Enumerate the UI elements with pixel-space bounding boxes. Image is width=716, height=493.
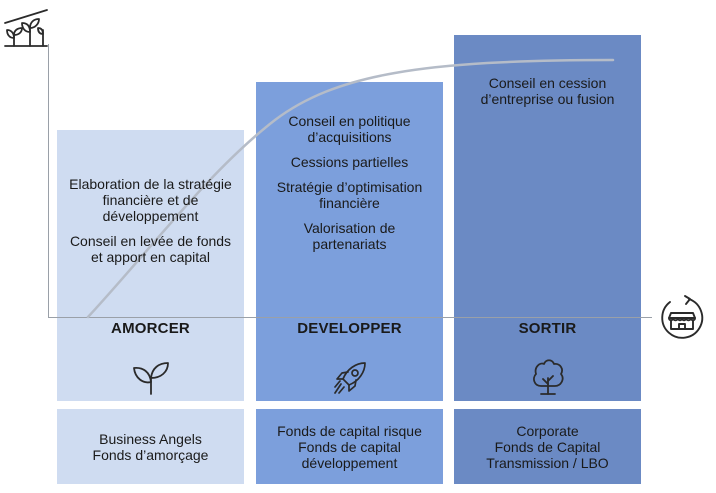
- stage-title: DEVELOPPER: [297, 320, 402, 337]
- investor-text: Fonds de capital risque: [277, 422, 422, 439]
- investor-text: Fonds d’amorçage: [92, 446, 209, 463]
- service-text: Conseil en levée de fonds et apport en c…: [69, 233, 232, 265]
- x-axis-line: [48, 317, 652, 318]
- stage-developper-title-wrap: DEVELOPPER: [256, 320, 443, 340]
- stage-amorcer-title-wrap: AMORCER: [57, 320, 244, 340]
- investor-text: Fonds de capital: [298, 438, 401, 455]
- shop-cycle-icon: [661, 295, 704, 339]
- service-text: Stratégie d’optimisation financière: [276, 179, 423, 211]
- investor-text: Transmission / LBO: [486, 454, 609, 471]
- investor-text: développement: [301, 454, 398, 471]
- stage-amorcer-investors: Business Angels Fonds d’amorçage: [57, 409, 244, 484]
- investor-text: Fonds de Capital: [494, 438, 601, 455]
- stage-sortir-services: Conseil en cession d’entreprise ou fusio…: [454, 75, 641, 107]
- stage-developper-panel: [256, 82, 443, 401]
- tree-icon: [533, 359, 564, 395]
- plants-greenhouse-icon: [4, 9, 48, 47]
- y-axis-line: [48, 44, 49, 318]
- stage-amorcer-services: Elaboration de la stratégie financière e…: [57, 176, 244, 265]
- stage-sortir-panel: [454, 35, 641, 401]
- rocket-icon: [334, 362, 366, 394]
- service-text: Conseil en cession d’entreprise ou fusio…: [480, 75, 615, 107]
- stage-sortir-title-wrap: SORTIR: [454, 320, 641, 340]
- stage-title: AMORCER: [111, 320, 190, 337]
- sprout-icon: [133, 362, 169, 395]
- service-text: Cessions partielles: [290, 154, 409, 170]
- stage-developper-investors: Fonds de capital risque Fonds de capital…: [256, 409, 443, 484]
- investor-text: Business Angels: [99, 430, 202, 447]
- service-text: Conseil en politique d’acquisitions: [288, 113, 411, 145]
- investor-text: Corporate: [516, 422, 579, 439]
- stage-sortir-investors: Corporate Fonds de Capital Transmission …: [454, 409, 641, 484]
- service-text: Valorisation de partenariats: [303, 220, 396, 252]
- service-text: Elaboration de la stratégie financière e…: [69, 176, 232, 224]
- stage-title: SORTIR: [518, 320, 577, 337]
- stage-developper-services: Conseil en politique d’acquisitions Cess…: [256, 113, 443, 252]
